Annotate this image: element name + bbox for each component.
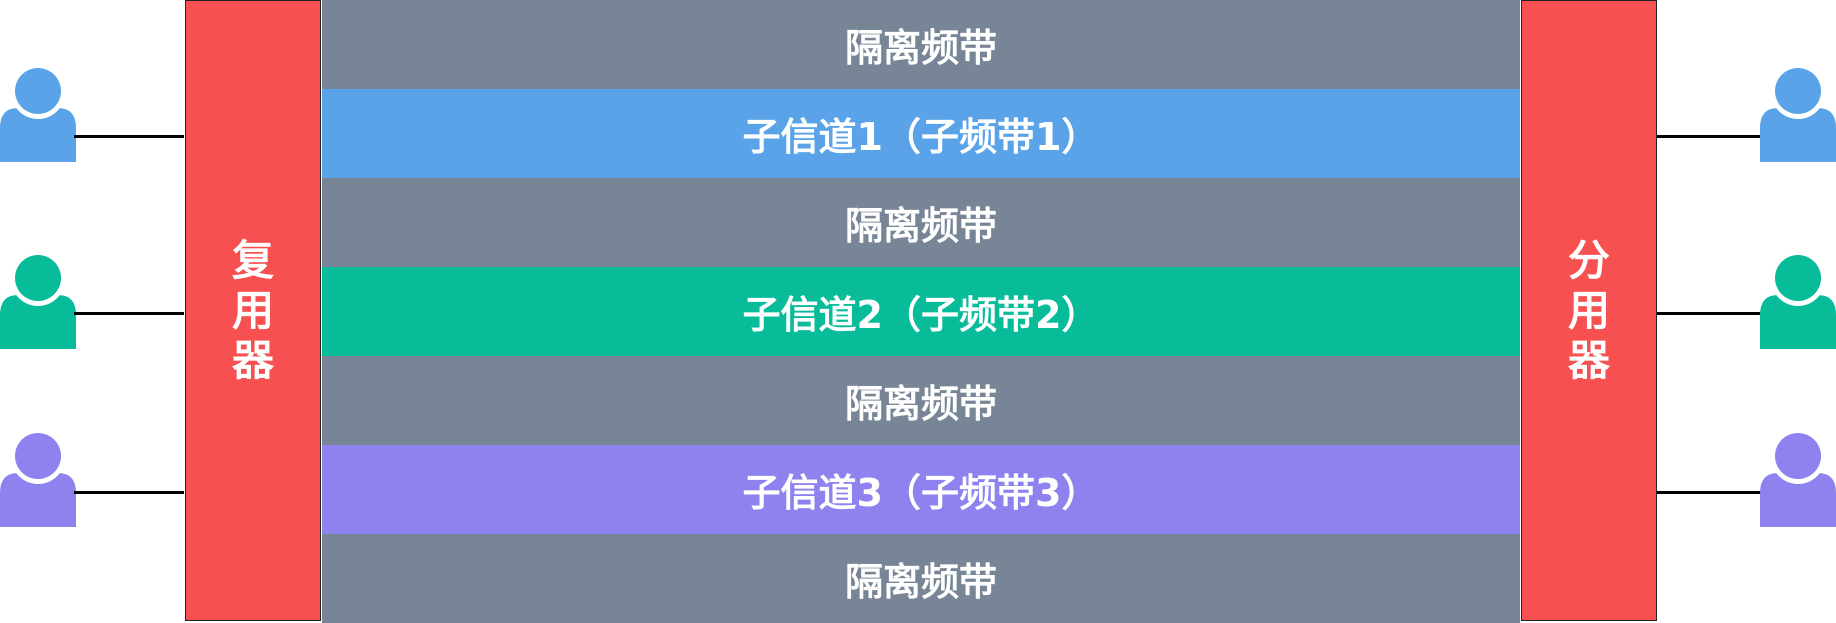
user-icon: [1760, 431, 1836, 527]
band-label: 隔离频带: [844, 382, 997, 426]
connection-line: [74, 312, 184, 315]
guard-band: 隔离频带: [322, 178, 1520, 267]
guard-band: 隔离频带: [322, 356, 1520, 445]
demultiplexer-block: 分 用 器: [1521, 0, 1657, 621]
band-label: 子信道3（子频带3）: [742, 471, 1100, 515]
user-head: [1775, 255, 1821, 301]
user-icon: [1760, 253, 1836, 349]
band-label: 隔离频带: [844, 204, 997, 248]
user-head: [1775, 68, 1821, 114]
frequency-bands: 隔离频带 子信道1（子频带1） 隔离频带 子信道2（子频带2） 隔离频带 子信道…: [322, 0, 1520, 623]
user-head: [15, 433, 61, 479]
user-head: [15, 255, 61, 301]
user-body: [1760, 295, 1836, 349]
band-label: 隔离频带: [844, 26, 997, 70]
user-icon: [0, 66, 76, 162]
demultiplexer-label-char: 分: [1567, 235, 1610, 285]
user-body: [1760, 108, 1836, 162]
connection-line: [74, 491, 184, 494]
guard-band: 隔离频带: [322, 0, 1520, 89]
connection-line: [74, 135, 184, 138]
multiplexer-block: 复 用 器: [185, 0, 321, 621]
user-icon: [0, 431, 76, 527]
multiplexer-label-char: 复: [231, 235, 274, 285]
connection-line: [1657, 135, 1763, 138]
sub-channel-1: 子信道1（子频带1）: [322, 89, 1520, 178]
user-body: [0, 295, 76, 349]
user-icon: [0, 253, 76, 349]
demultiplexer-label-char: 用: [1567, 285, 1610, 335]
user-head: [1775, 433, 1821, 479]
user-head: [15, 68, 61, 114]
guard-band: 隔离频带: [322, 534, 1520, 623]
band-label: 子信道1（子频带1）: [742, 115, 1100, 159]
band-label: 子信道2（子频带2）: [742, 293, 1100, 337]
connection-line: [1657, 312, 1763, 315]
user-body: [0, 473, 76, 527]
connection-line: [1657, 491, 1763, 494]
user-body: [0, 108, 76, 162]
user-body: [1760, 473, 1836, 527]
user-icon: [1760, 66, 1836, 162]
sub-channel-3: 子信道3（子频带3）: [322, 445, 1520, 534]
demultiplexer-label-char: 器: [1567, 335, 1610, 385]
band-label: 隔离频带: [844, 560, 997, 604]
sub-channel-2: 子信道2（子频带2）: [322, 267, 1520, 356]
multiplexer-label-char: 器: [231, 335, 274, 385]
multiplexer-label-char: 用: [231, 285, 274, 335]
